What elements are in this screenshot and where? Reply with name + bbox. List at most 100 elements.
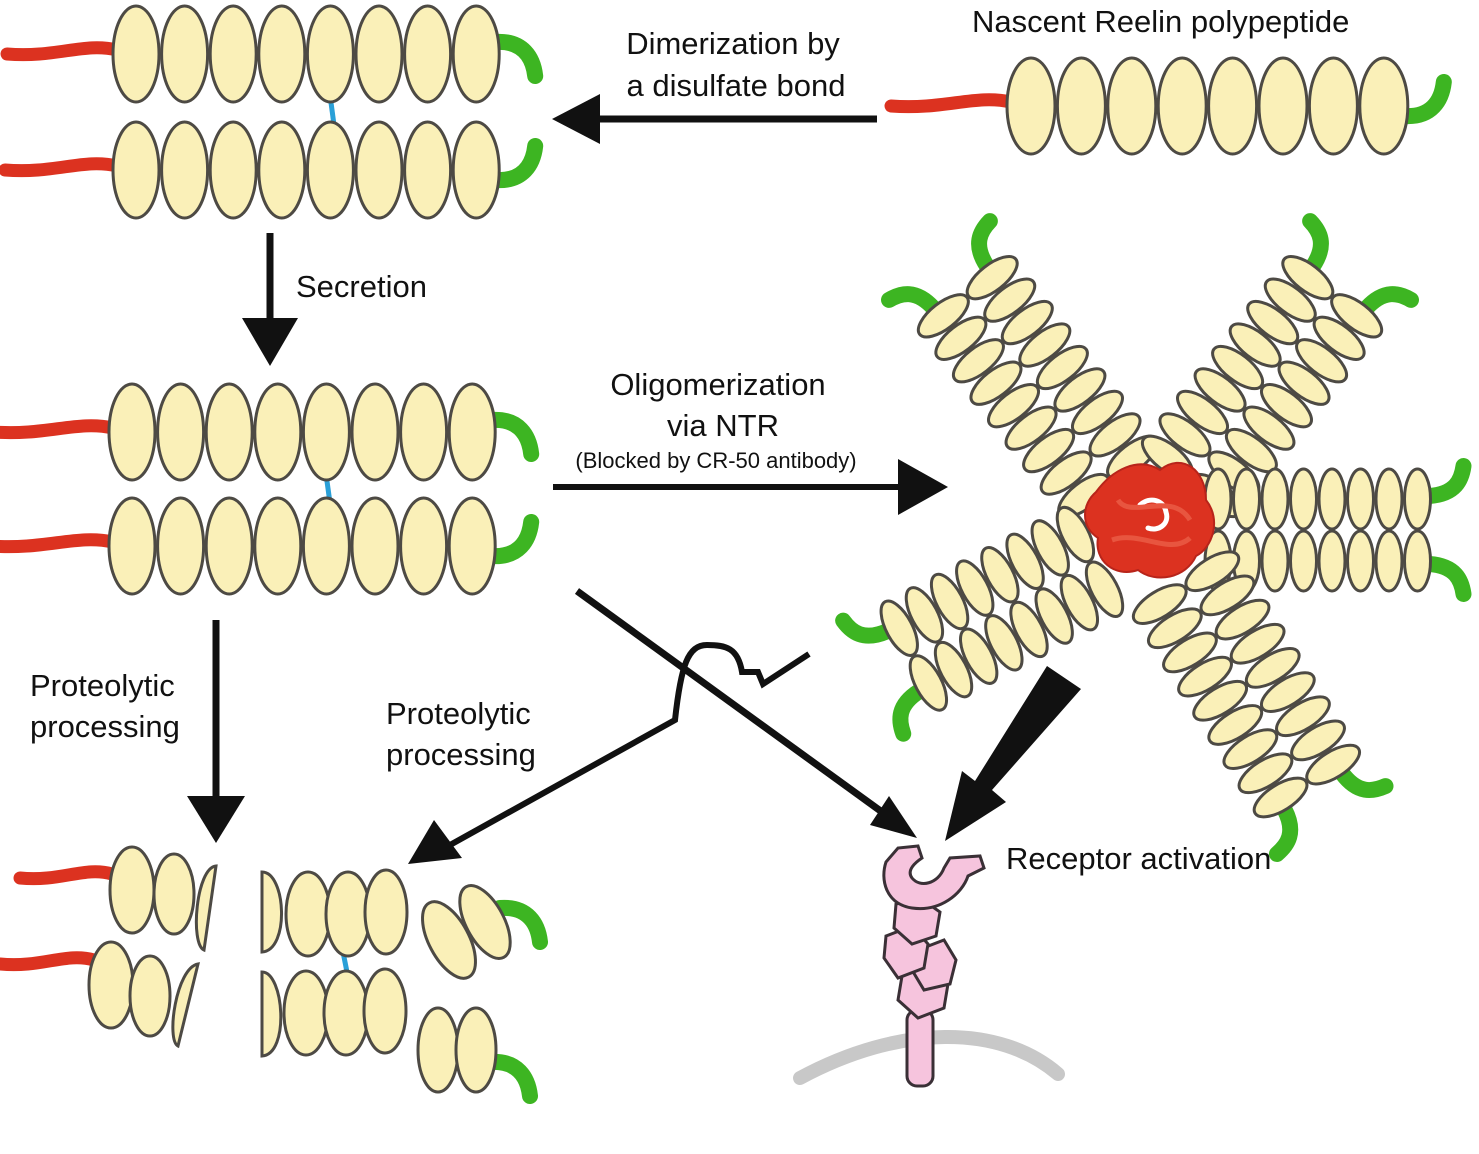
reelin-repeat	[324, 870, 372, 958]
reelin-repeat	[1237, 752, 1294, 795]
label-secretion: Secretion	[296, 269, 427, 304]
c-terminal-region	[492, 899, 548, 950]
reelin-repeat	[399, 382, 449, 482]
reelin-repeat	[350, 382, 400, 482]
reelin-repeat	[1131, 583, 1188, 625]
reelin-repeat	[1156, 56, 1208, 156]
reelin-repeat	[916, 293, 970, 339]
reelin-repeat	[362, 967, 408, 1055]
reelin-repeat	[208, 4, 258, 104]
reelin-repeat	[354, 120, 404, 220]
reelin-repeat	[1158, 412, 1212, 458]
reelin-repeat	[1289, 467, 1318, 531]
reelin-repeat	[156, 496, 206, 596]
c-terminal-region	[487, 33, 544, 84]
reelin-repeat	[1403, 529, 1432, 593]
c-terminal-region	[1268, 801, 1299, 862]
reelin-repeat	[322, 969, 370, 1057]
n-terminal-region	[13, 865, 119, 886]
reelin-repeat	[87, 940, 135, 1030]
c-terminal-region	[483, 514, 540, 565]
cleaved-fragments	[0, 845, 548, 1104]
n-terminal-region	[0, 419, 120, 440]
reelin-repeat	[301, 496, 351, 596]
c-terminal-region	[1334, 765, 1394, 799]
reelin-repeat-partial	[260, 970, 283, 1058]
nascent-reelin-polypeptide	[884, 56, 1452, 156]
reelin-repeat	[1009, 600, 1049, 659]
label-proteolytic-left-line2: processing	[30, 709, 180, 744]
reelin-repeat	[933, 640, 974, 699]
reelin-repeat	[1035, 344, 1089, 391]
label-receptor-activation: Receptor activation	[1006, 841, 1271, 876]
reelin-repeat	[1330, 293, 1384, 339]
reelin-repeat	[1307, 56, 1359, 156]
reelin-repeat	[257, 120, 307, 220]
reelin-repeat	[1290, 719, 1346, 762]
reelin-repeat	[1317, 467, 1347, 531]
reelin-repeat	[1071, 389, 1124, 436]
reelin-repeat	[1053, 367, 1107, 413]
reelin-repeat	[305, 120, 355, 220]
label-proteolytic-mid-line1: Proteolytic	[386, 696, 531, 731]
reelin-repeat	[879, 599, 919, 657]
reelin-repeat	[253, 496, 303, 596]
reelin-repeat	[111, 4, 161, 104]
reelin-repeat	[301, 382, 351, 482]
reelin-repeat	[204, 496, 254, 596]
reelin-repeat	[1088, 412, 1142, 458]
arrows	[187, 94, 1081, 864]
reelin-repeat	[1199, 574, 1256, 617]
reelin-repeat	[454, 1006, 498, 1094]
reelin-repeat	[447, 496, 497, 596]
n-terminal-region	[0, 41, 124, 62]
reelin-repeat	[253, 382, 303, 482]
receptor-ligand-binding-domain	[882, 844, 986, 911]
oligomer-arm	[1131, 550, 1394, 862]
reelin-repeat	[1242, 405, 1296, 451]
reelin-repeat	[908, 654, 949, 712]
label-oligomerization-line2: via NTR	[667, 408, 779, 443]
reelin-repeat	[1193, 367, 1247, 413]
reelin-repeat	[959, 627, 999, 685]
oligomer-arm	[881, 213, 1160, 519]
reelin-repeat	[969, 360, 1023, 406]
reelin-repeat	[108, 845, 156, 935]
reelin-repeat	[1211, 344, 1265, 391]
reelin-repeat	[1000, 299, 1054, 346]
reelin-repeat	[1228, 322, 1282, 368]
n-terminal-region	[0, 157, 124, 178]
reelin-repeat	[1232, 467, 1261, 531]
label-nascent: Nascent Reelin polypeptide	[972, 4, 1349, 39]
arrow-proteolytic-left	[187, 620, 245, 843]
reelin-repeat	[1039, 450, 1093, 496]
reelin-repeat	[1259, 671, 1316, 713]
reelin-repeat	[458, 884, 512, 960]
reelin-repeat	[305, 4, 355, 104]
reelin-repeat	[1260, 467, 1290, 531]
reelin-repeat	[1177, 655, 1233, 698]
receptor-transmembrane	[905, 1008, 935, 1088]
reelin-repeat	[451, 120, 501, 220]
reelin-repeat	[363, 868, 409, 956]
reelin-repeat	[451, 4, 501, 104]
c-terminal-region	[1302, 213, 1329, 275]
reelin-repeat	[1374, 467, 1404, 531]
c-terminal-region	[1421, 458, 1472, 504]
label-dimerization-line1: Dimerization by	[626, 26, 840, 61]
reelin-repeat	[1018, 322, 1072, 368]
dimer-secreted	[0, 382, 540, 596]
reelin-repeat	[111, 120, 161, 220]
reelin-repeat	[1030, 519, 1070, 577]
arrow-dimer-to-receptor	[574, 588, 917, 838]
reelin-repeat	[1176, 389, 1229, 436]
reelin-repeat	[107, 496, 157, 596]
reelin-repeat-partial	[260, 870, 283, 954]
reelin-repeat	[1034, 587, 1074, 645]
reelin-repeat	[284, 870, 332, 958]
label-oligomerization-note: (Blocked by CR-50 antibody)	[575, 448, 856, 473]
label-dimerization-line2: a disulfate bond	[627, 68, 846, 103]
c-terminal-region	[482, 1053, 538, 1104]
reelin-repeat-partial	[171, 962, 201, 1049]
reelin-repeat	[403, 120, 453, 220]
